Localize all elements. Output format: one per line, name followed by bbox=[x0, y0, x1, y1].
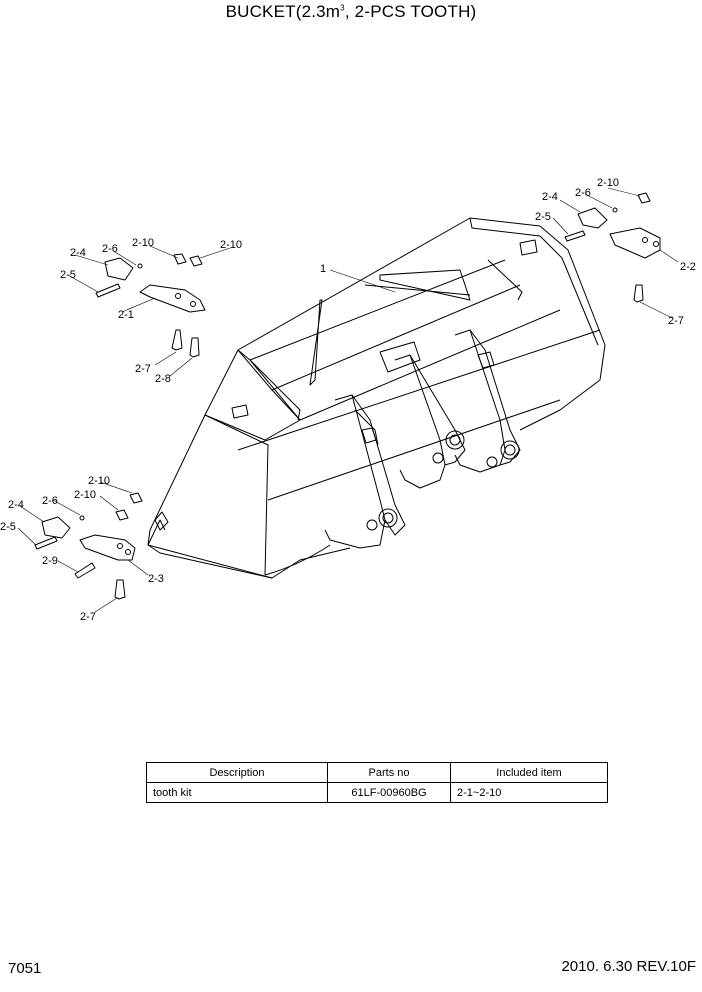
tooth-group-upper-left bbox=[95, 253, 206, 358]
col-header-description: Description bbox=[146, 762, 328, 783]
callout-2-5-upper-right: 2-5 bbox=[535, 211, 551, 223]
tooth-group-lower-left bbox=[34, 492, 143, 600]
callout-2-10-upper-right: 2-10 bbox=[597, 177, 619, 189]
cell-included-item: 2-1~2-10 bbox=[450, 782, 608, 803]
parts-table: Description Parts no Included item tooth… bbox=[146, 762, 608, 803]
callout-2-6-lower-left: 2-6 bbox=[42, 495, 58, 507]
callout-2-5-upper-left: 2-5 bbox=[60, 269, 76, 281]
revision-date: 2010. 6.30 REV.10F bbox=[561, 958, 696, 975]
tooth-group-upper-right bbox=[564, 192, 661, 303]
callout-2-8: 2-8 bbox=[155, 373, 171, 385]
cell-description: tooth kit bbox=[146, 782, 328, 803]
callout-2-9: 2-9 bbox=[42, 555, 58, 567]
callout-2-3: 2-3 bbox=[148, 573, 164, 585]
callout-2-10-lower-left-a: 2-10 bbox=[88, 475, 110, 487]
callout-2-10-upper-left-b: 2-10 bbox=[220, 239, 242, 251]
callout-2-6-upper-left: 2-6 bbox=[102, 243, 118, 255]
col-header-parts-no: Parts no bbox=[327, 762, 451, 783]
callout-2-5-lower-left: 2-5 bbox=[0, 521, 16, 533]
diagram-title: BUCKET(2.3m3, 2-PCS TOOTH) bbox=[225, 2, 477, 21]
table-row: tooth kit 61LF-00960BG 2-1~2-10 bbox=[146, 782, 608, 803]
callout-2-4-upper-left: 2-4 bbox=[70, 247, 86, 259]
cell-parts-no: 61LF-00960BG bbox=[327, 782, 451, 803]
callout-2-1: 2-1 bbox=[118, 309, 134, 321]
callout-2-4-lower-left: 2-4 bbox=[8, 499, 24, 511]
leader-lines bbox=[17, 187, 679, 613]
callout-2-6-upper-right: 2-6 bbox=[575, 187, 591, 199]
callout-2-10-upper-left-a: 2-10 bbox=[132, 237, 154, 249]
parts-table-header-row: Description Parts no Included item bbox=[146, 762, 608, 783]
callout-2-4-upper-right: 2-4 bbox=[542, 191, 558, 203]
callout-2-7-upper-left: 2-7 bbox=[135, 363, 151, 375]
col-header-included-item: Included item bbox=[450, 762, 608, 783]
callout-2-7-right: 2-7 bbox=[668, 315, 684, 327]
callout-2-7-lower-left: 2-7 bbox=[80, 611, 96, 623]
bucket-body bbox=[147, 217, 606, 579]
callout-2-2: 2-2 bbox=[680, 261, 696, 273]
callout-labels: 1 2-1 2-2 2-3 2-4 2-4 2-4 2-5 2-5 2-5 2-… bbox=[0, 177, 696, 623]
bucket-mounting-brackets bbox=[324, 329, 521, 549]
callout-2-10-lower-left-b: 2-10 bbox=[74, 489, 96, 501]
page-number: 7051 bbox=[8, 960, 42, 977]
callout-1: 1 bbox=[320, 263, 326, 275]
